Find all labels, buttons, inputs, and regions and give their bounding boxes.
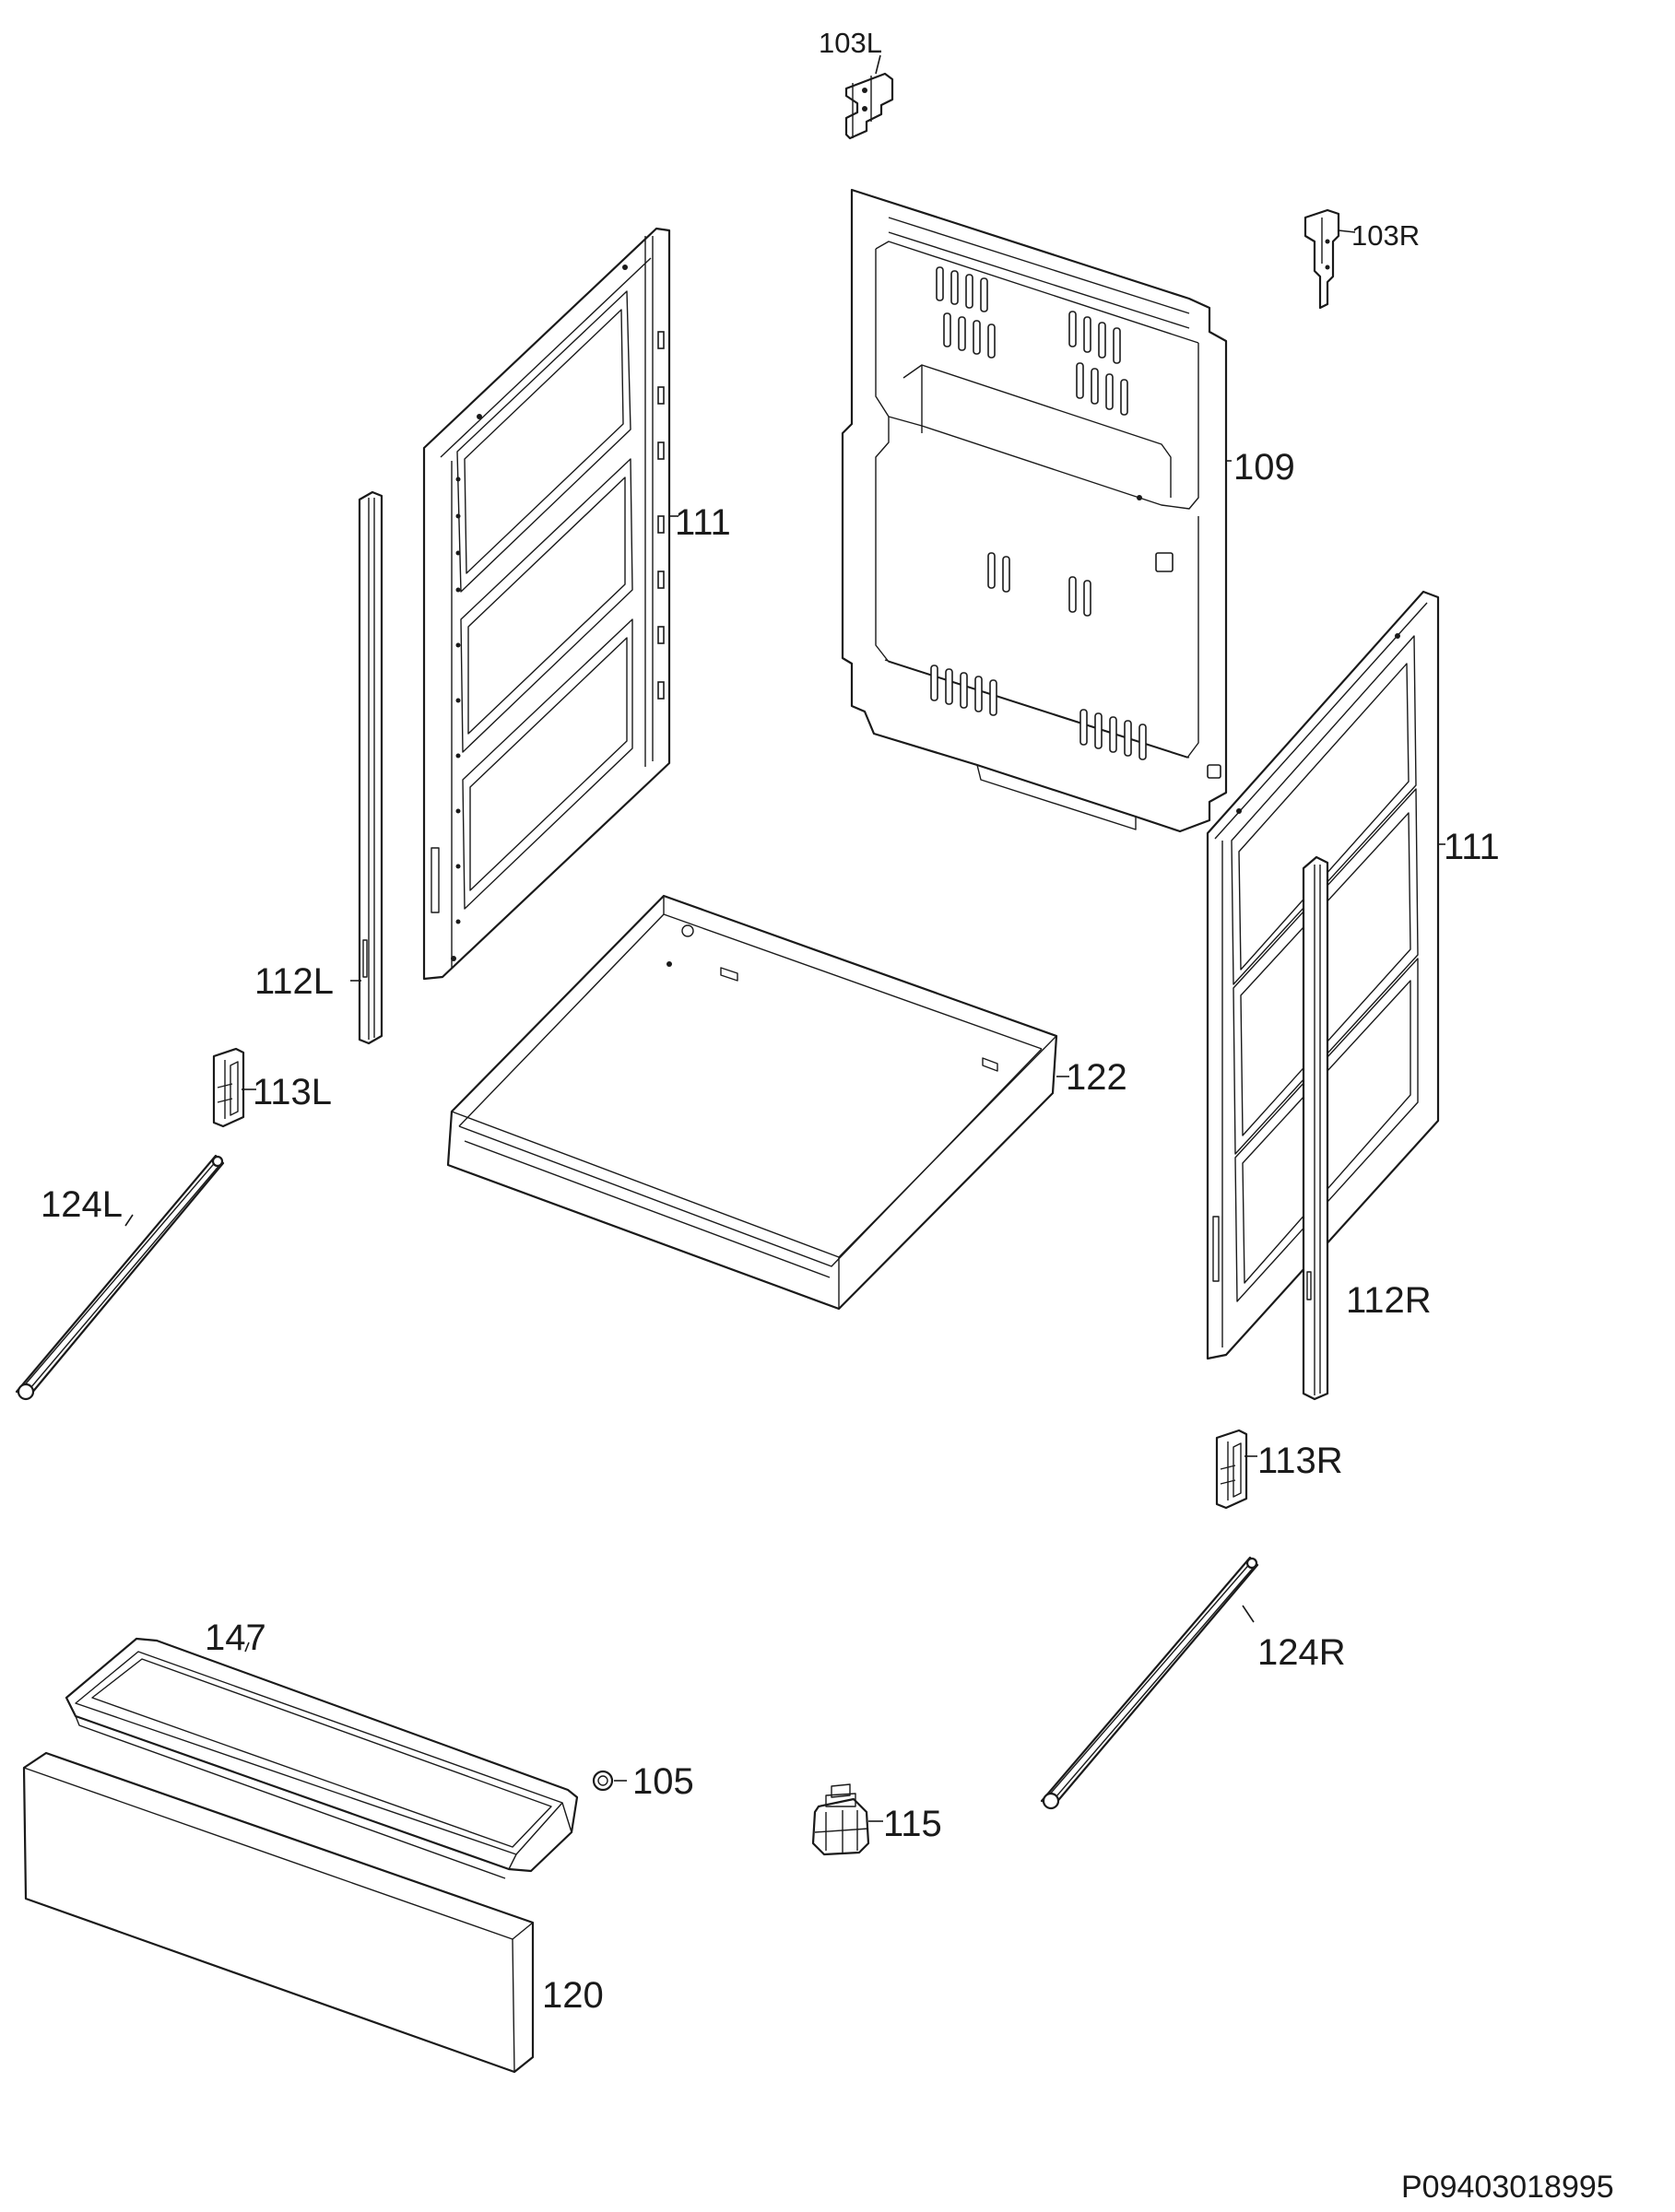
bracket-103r [1303,208,1356,310]
rail-112l [350,490,383,1045]
hinge-113r [1215,1429,1257,1510]
label-124l: 124L [41,1184,123,1225]
label-124r: 124R [1257,1632,1346,1673]
back-panel-109 [841,188,1232,833]
hinge-113l [212,1047,256,1128]
label-109: 109 [1233,447,1295,488]
label-112r: 112R [1346,1280,1432,1321]
screw-105 [592,1770,627,1792]
label-103r: 103R [1351,219,1420,252]
label-115: 115 [883,1804,942,1844]
label-103l: 103L [819,27,882,59]
slide-124l [15,1154,225,1401]
label-120: 120 [542,1975,604,2016]
drawer-front-120 [22,1751,535,2074]
label-111-right: 111 [1444,827,1500,867]
label-112l: 112L [254,961,334,1002]
label-105: 105 [632,1761,694,1802]
label-113l: 113L [253,1072,332,1112]
side-panel-left-holes [451,265,665,961]
vent-slots-lower [930,665,1147,760]
bottom-tray-122 [446,894,1069,1311]
drawer-tray-147 [65,1637,579,1879]
rail-112r [1302,855,1329,1401]
slide-124r [1040,1556,1259,1810]
label-147: 147 [205,1618,266,1658]
side-panel-left-111 [422,227,678,981]
vent-slots-upper [936,266,1128,416]
bracket-103l [844,54,894,140]
label-113r: 113R [1257,1441,1343,1481]
label-122: 122 [1066,1057,1127,1098]
document-id: P09403018995 [1401,2170,1614,2205]
label-111-left: 111 [675,502,731,543]
foot-115 [811,1783,883,1856]
